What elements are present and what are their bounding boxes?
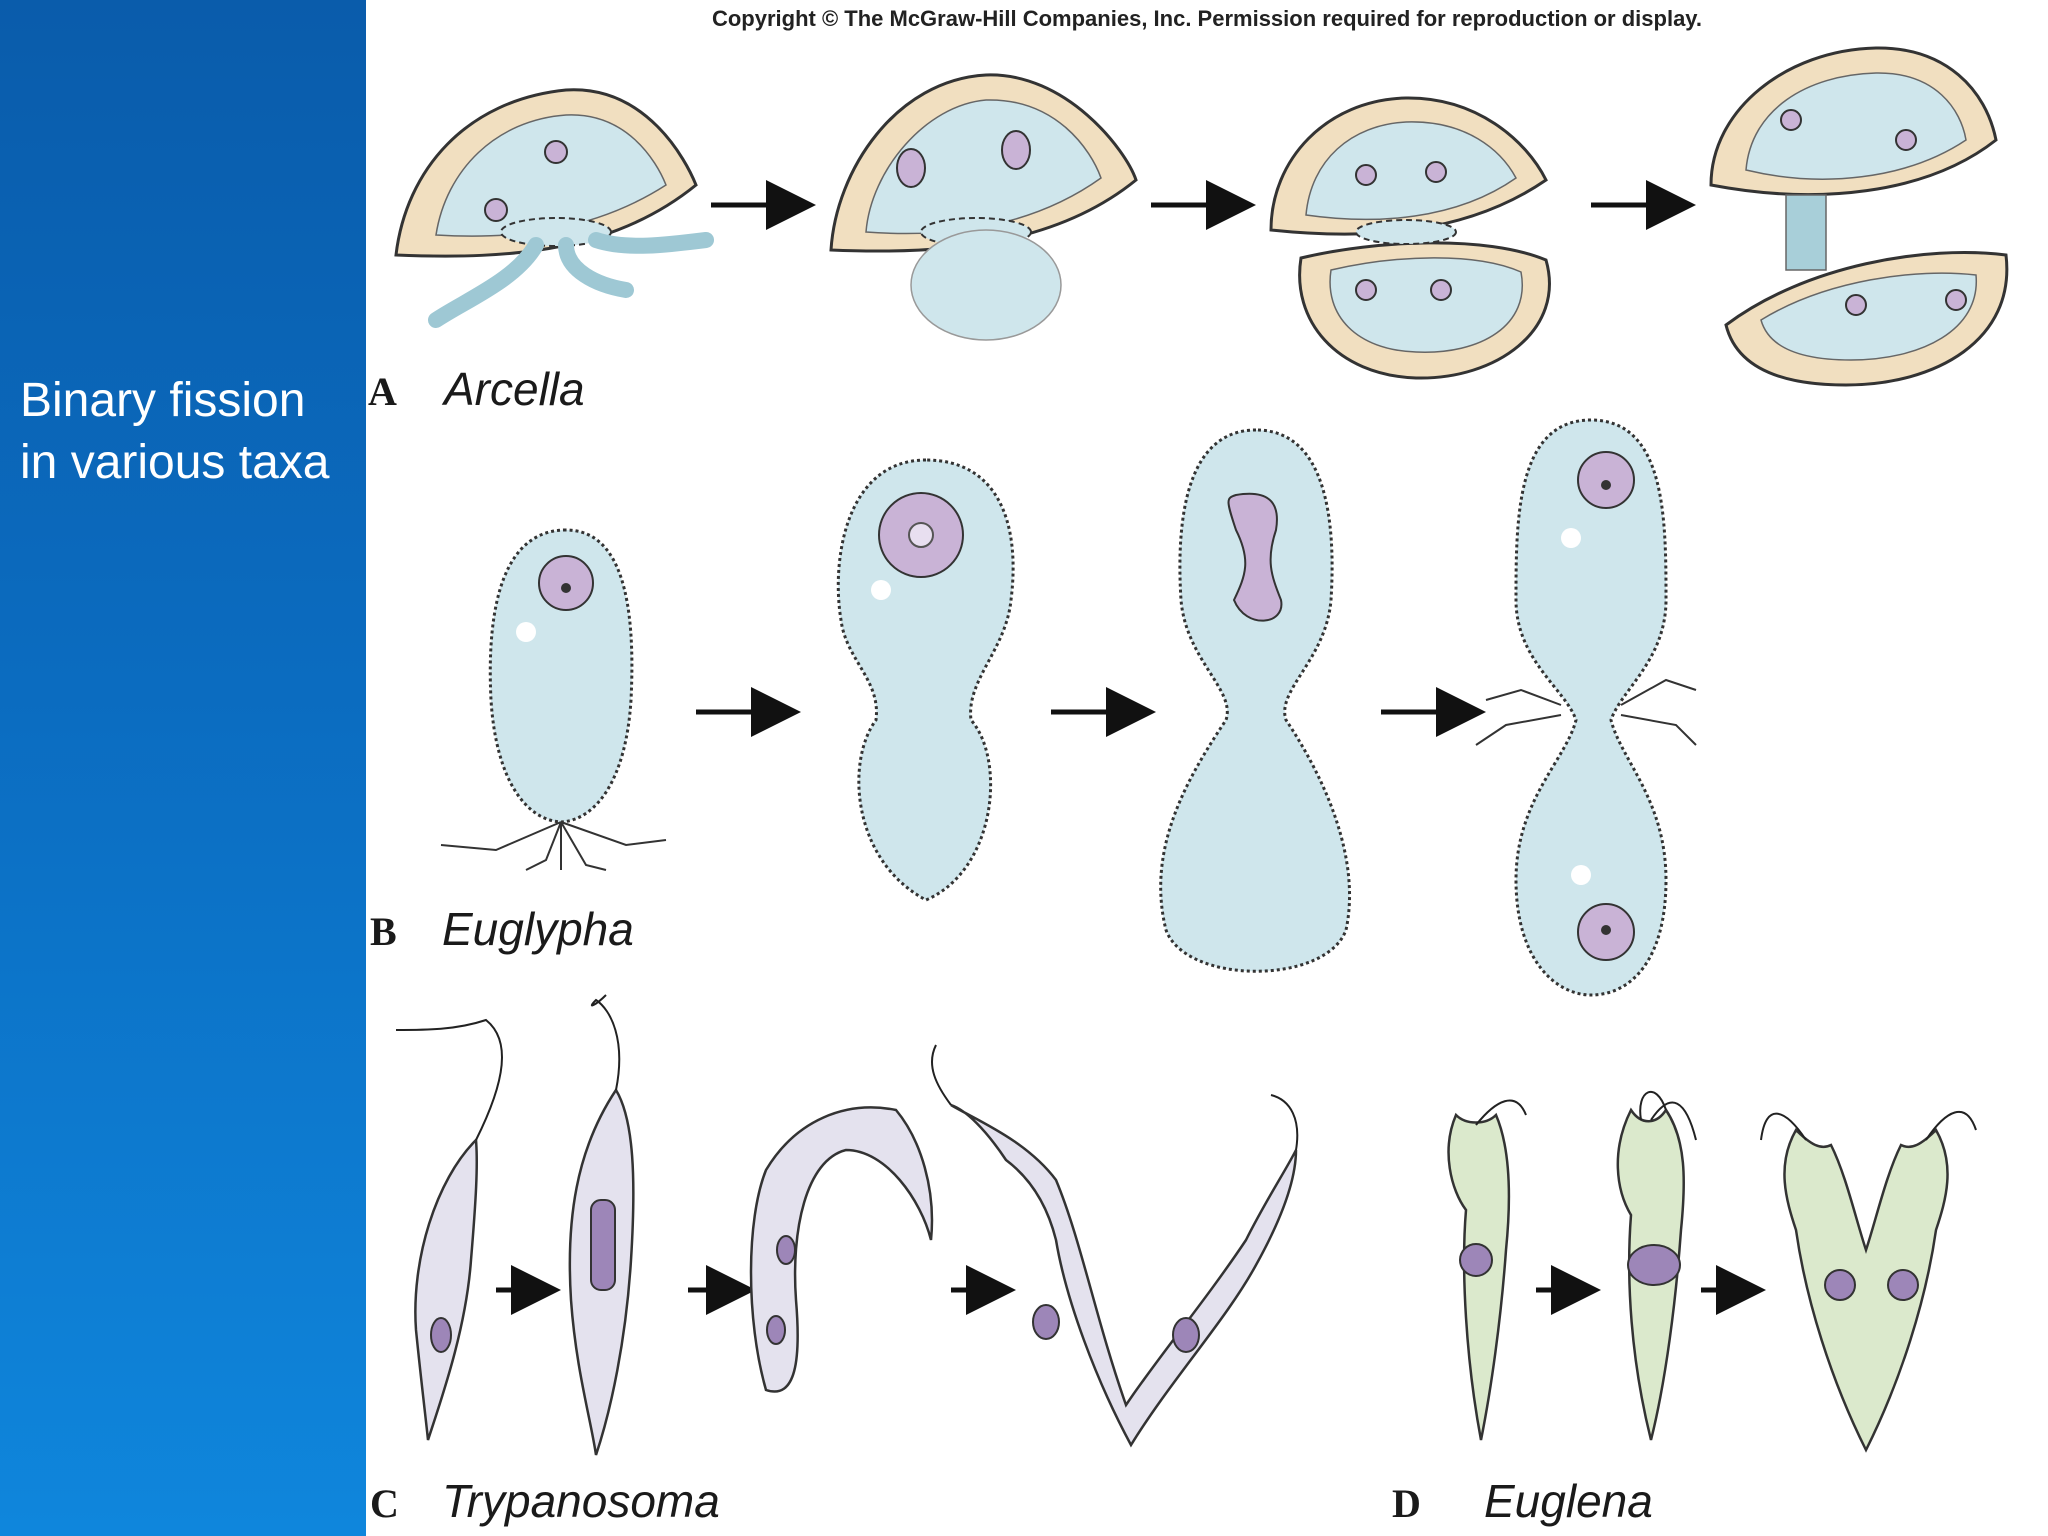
panel-b-letter: B <box>370 909 397 954</box>
panel-c-letter: C <box>370 1481 399 1526</box>
euglypha-stage-3 <box>1159 428 1351 973</box>
panel-d-taxon: Euglena <box>1484 1475 1653 1527</box>
copyright-notice: Copyright © The McGraw-Hill Companies, I… <box>711 6 1703 31</box>
euglypha-stage-4 <box>1475 418 1697 997</box>
slide-title: Binary fission in various taxa <box>20 370 330 494</box>
panel-a-taxon: Arcella <box>444 363 585 415</box>
trypanosoma-stage-1 <box>395 1018 503 1441</box>
trypanosoma-stage-2 <box>568 994 635 1456</box>
euglena-stage-2 <box>1616 1090 1697 1441</box>
euglypha-stage-1 <box>440 528 667 871</box>
slide-title-line-1: Binary fission <box>20 374 306 427</box>
panel-d-letter: D <box>1392 1481 1421 1526</box>
euglena-stage-3 <box>1760 1110 1977 1453</box>
figure-panel: Copyright © The McGraw-Hill Companies, I… <box>366 0 2048 1536</box>
trypanosoma-stage-3 <box>749 1106 934 1393</box>
euglypha-stage-2 <box>836 458 1015 902</box>
arcella-stage-2 <box>829 73 1138 341</box>
fission-illustration <box>394 46 2009 1456</box>
panel-c-taxon: Trypanosoma <box>442 1475 720 1527</box>
sidebar: Binary fission in various taxa <box>0 0 366 1536</box>
trypanosoma-stage-4 <box>931 1044 1299 1448</box>
panel-b-taxon: Euglypha <box>442 903 634 955</box>
panel-a-letter: A <box>368 369 397 414</box>
arcella-stage-3 <box>1269 96 1551 380</box>
arcella-stage-1 <box>394 88 714 328</box>
slide-title-line-2: in various taxa <box>20 436 330 489</box>
euglena-stage-1 <box>1447 1099 1527 1441</box>
arcella-stage-4 <box>1709 46 2009 387</box>
